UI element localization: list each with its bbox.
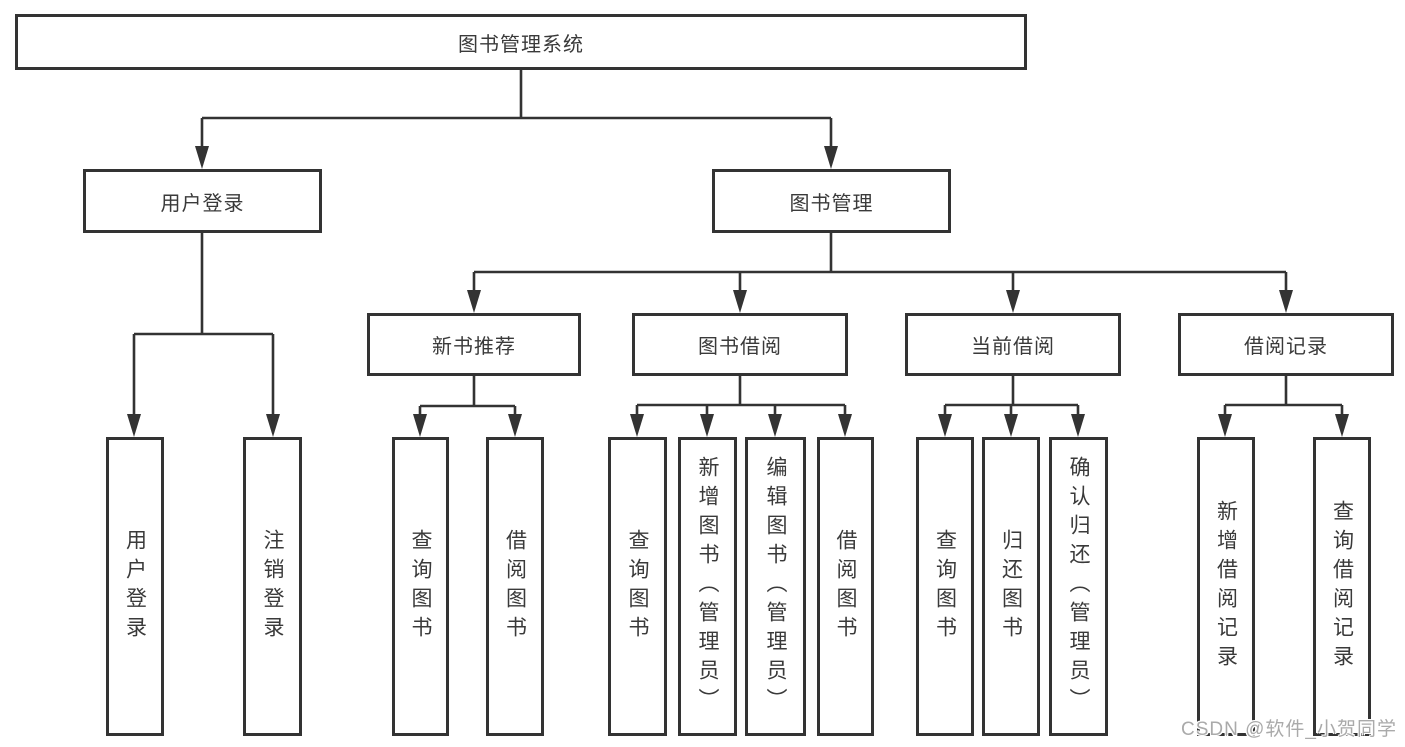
leaf-user-login: 用户登录 <box>106 437 164 736</box>
arrowheads <box>127 146 1349 437</box>
leaf-borrow-books-recommend-label: 借阅图书 <box>503 528 527 645</box>
leaf-add-borrow-record: 新增借阅记录 <box>1197 437 1255 736</box>
leaf-borrow-books-borrowing: 借阅图书 <box>817 437 874 736</box>
leaf-query-books-borrowing-label: 查询图书 <box>626 528 649 645</box>
node-book-borrowing-label: 图书借阅 <box>698 336 782 358</box>
leaf-return-books: 归还图书 <box>982 437 1040 736</box>
node-user-login: 用户登录 <box>83 169 322 233</box>
leaf-borrow-books-borrowing-label: 借阅图书 <box>834 528 857 645</box>
leaf-edit-books-admin-label: 编辑图书（管理员） <box>764 456 787 717</box>
node-current-borrowing: 当前借阅 <box>905 313 1121 376</box>
leaf-add-books-admin: 新增图书（管理员） <box>678 437 737 736</box>
leaf-user-login-label: 用户登录 <box>123 528 147 645</box>
leaf-query-books-recommend: 查询图书 <box>392 437 449 736</box>
leaf-edit-books-admin: 编辑图书（管理员） <box>745 437 806 736</box>
node-book-borrowing: 图书借阅 <box>632 313 848 376</box>
node-book-management: 图书管理 <box>712 169 951 233</box>
node-current-borrowing-label: 当前借阅 <box>971 336 1055 358</box>
csdn-watermark: CSDN @软件_小贺同学 <box>1181 719 1397 740</box>
leaf-return-books-label: 归还图书 <box>999 528 1023 645</box>
node-library-system: 图书管理系统 <box>15 14 1027 70</box>
leaf-add-borrow-record-label: 新增借阅记录 <box>1214 499 1238 674</box>
node-new-book-recommendation-label: 新书推荐 <box>432 336 516 358</box>
leaf-logout-login: 注销登录 <box>243 437 302 736</box>
leaf-logout-login-label: 注销登录 <box>261 528 284 645</box>
leaf-query-borrow-record: 查询借阅记录 <box>1313 437 1371 736</box>
leaf-borrow-books-recommend: 借阅图书 <box>486 437 544 736</box>
leaf-confirm-return-admin: 确认归还（管理员） <box>1049 437 1108 736</box>
node-library-system-label: 图书管理系统 <box>458 33 584 56</box>
node-borrowing-records: 借阅记录 <box>1178 313 1394 376</box>
leaf-query-books-current: 查询图书 <box>916 437 974 736</box>
node-new-book-recommendation: 新书推荐 <box>367 313 581 376</box>
leaf-query-books-borrowing: 查询图书 <box>608 437 667 736</box>
leaf-confirm-return-admin-label: 确认归还（管理员） <box>1067 456 1090 717</box>
leaf-query-books-recommend-label: 查询图书 <box>409 528 432 645</box>
leaf-query-books-current-label: 查询图书 <box>933 528 957 645</box>
node-book-management-label: 图书管理 <box>789 192 874 215</box>
node-user-login-label: 用户登录 <box>160 192 245 215</box>
node-borrowing-records-label: 借阅记录 <box>1244 336 1328 358</box>
leaf-add-books-admin-label: 新增图书（管理员） <box>696 456 719 717</box>
leaf-query-borrow-record-label: 查询借阅记录 <box>1330 499 1354 674</box>
